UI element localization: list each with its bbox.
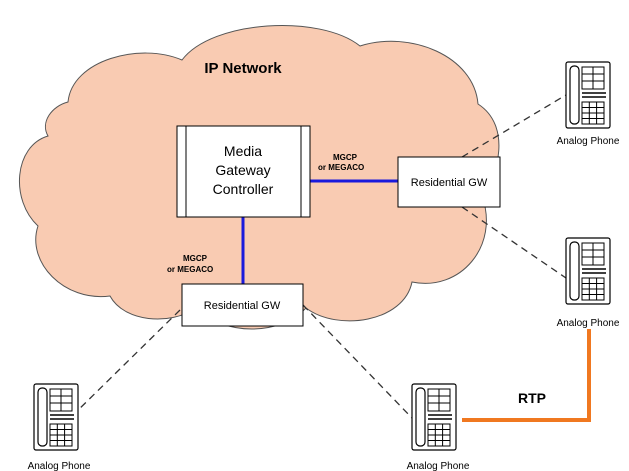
analog-phone-3: Analog Phone [28,383,91,471]
analog-phone-icon [411,383,457,451]
analog-phone-icon [33,383,79,451]
dashed-links [67,94,567,421]
analog-phone-label: Analog Phone [557,318,620,329]
link-right-gw-to-mid-phone [461,206,567,279]
cloud-label: IP Network [204,60,282,77]
analog-phone-4: Analog Phone [407,383,470,471]
analog-phone-icon [565,237,611,305]
analog-phone-label: Analog Phone [28,461,91,471]
protocol-right-line1: MGCP [333,153,358,162]
residential-gw-bottom-label: Residential GW [204,300,281,312]
rtp-label: RTP [518,390,546,406]
analog-phone-label: Analog Phone [407,461,470,471]
mgc-label-line2: Gateway [215,162,270,178]
analog-phone-2: Analog Phone [557,237,620,329]
analog-phone-label: Analog Phone [557,136,620,147]
analog-phone-1: Analog Phone [557,61,620,147]
rtp-link [462,329,591,422]
link-right-gw-to-top-phone [461,94,567,158]
link-bottom-gw-to-left-phone [67,309,181,421]
residential-gw-right-label: Residential GW [411,177,488,189]
analog-phone-icon [565,61,611,129]
mgc-label-line1: Media [224,143,262,159]
residential-gw-right: Residential GW [397,156,501,208]
protocol-right-line2: or MEGACO [318,163,364,172]
residential-gw-bottom: Residential GW [181,283,304,327]
link-bottom-gw-to-bottom-phone [302,304,413,419]
protocol-bottom-line1: MGCP [183,254,208,263]
protocol-bottom-line2: or MEGACO [167,265,213,274]
mgc-label-line3: Controller [213,181,274,197]
media-gateway-controller: Media Gateway Controller [176,125,311,218]
